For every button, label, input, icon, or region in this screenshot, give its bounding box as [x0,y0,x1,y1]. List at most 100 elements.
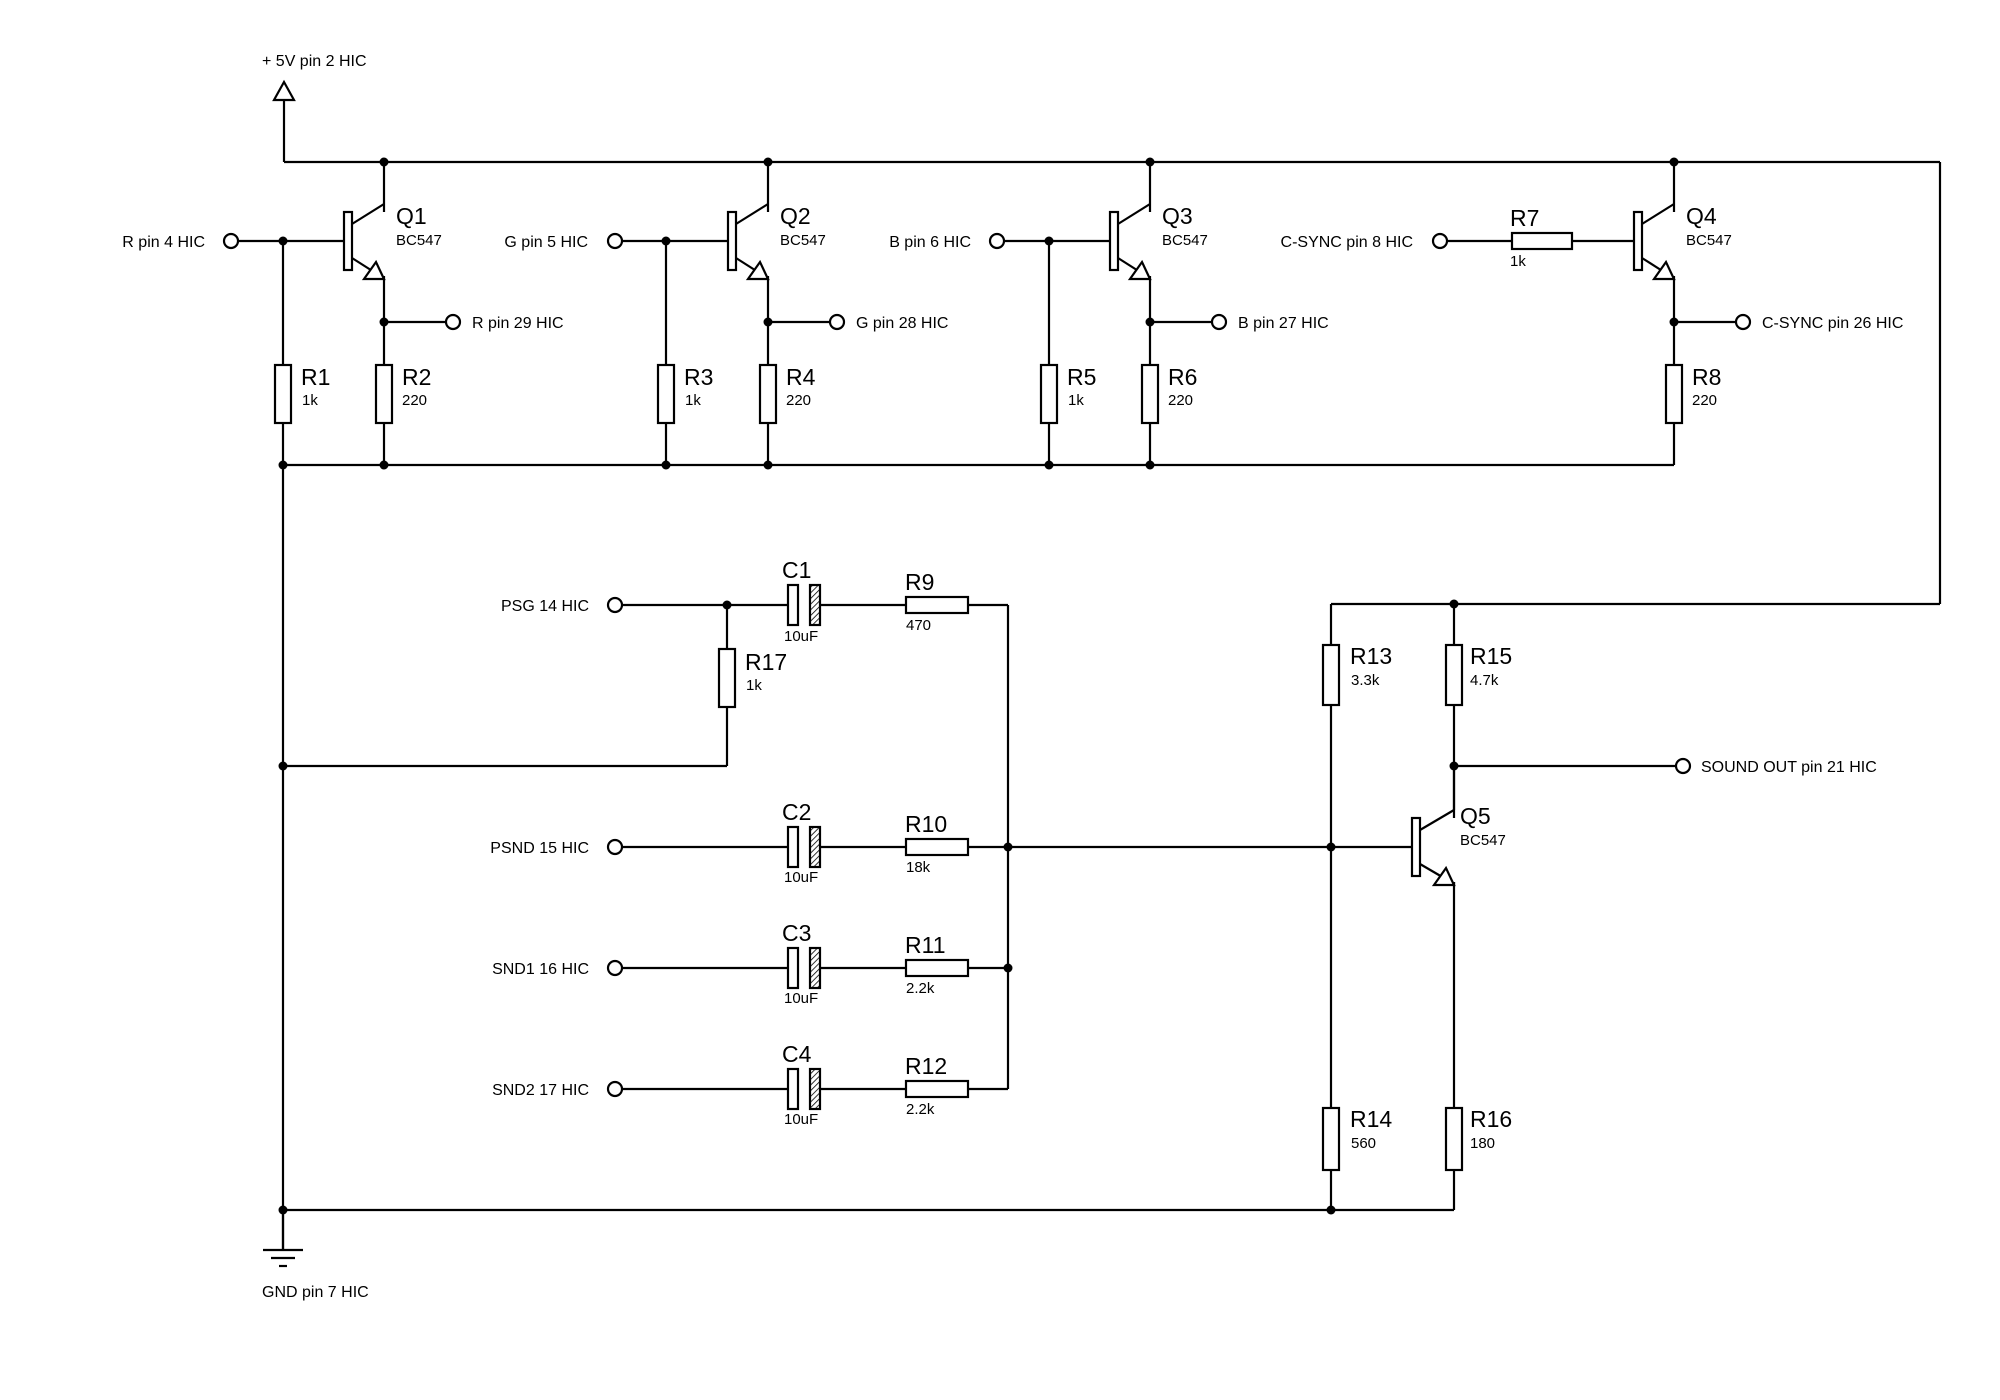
r11-ref: R11 [905,932,946,958]
terminal-psnd: PSND 15 HIC [490,838,624,857]
resistor-r2: R2 220 [374,363,431,425]
r4-value: 220 [786,392,811,409]
q5-ref: Q5 [1460,803,1491,829]
transistor-q5: Q5 BC547 [1410,803,1506,887]
r17-ref: R17 [745,649,787,675]
resistor-r1: R1 1k [273,363,330,425]
csync-input-label: C-SYNC pin 8 HIC [1281,234,1413,251]
r16-value: 180 [1470,1135,1495,1152]
terminal-g-out: G pin 28 HIC [828,313,948,332]
resistor-r4: R4 220 [758,363,816,425]
resistor-r14: R14 560 [1321,1106,1392,1172]
g-output-label: G pin 28 HIC [856,315,948,332]
r15-ref: R15 [1470,643,1512,669]
vcc-symbol: + 5V pin 2 HIC [262,53,367,102]
b-input-label: B pin 6 HIC [889,234,971,251]
r12-value: 2.2k [906,1101,935,1118]
c4-value: 10uF [784,1111,818,1128]
q1-ref: Q1 [396,203,427,229]
psg-label: PSG 14 HIC [501,598,589,615]
c1-value: 10uF [784,628,818,645]
wires [238,100,1942,1250]
resistor-r17: R17 1k [717,647,787,709]
c1-ref: C1 [782,557,811,583]
r-input-label: R pin 4 HIC [122,234,205,251]
resistor-r10: R10 18k [904,811,970,876]
r15-value: 4.7k [1470,672,1499,689]
resistor-r12: R12 2.2k [904,1053,970,1118]
c4-ref: C4 [782,1041,812,1067]
terminal-csync-in: C-SYNC pin 8 HIC [1281,232,1449,251]
q4-ref: Q4 [1686,203,1717,229]
resistor-r15: R15 4.7k [1444,643,1512,707]
r9-value: 470 [906,617,931,634]
c2-ref: C2 [782,799,811,825]
resistor-r5: R5 1k [1039,363,1096,425]
terminal-snd2: SND2 17 HIC [492,1080,624,1099]
r10-value: 18k [906,859,931,876]
junction-dots [278,157,1679,1215]
transistor-q2: Q2 BC547 [726,203,826,281]
resistor-r16: R16 180 [1444,1106,1512,1172]
q2-value: BC547 [780,232,826,249]
c3-ref: C3 [782,920,811,946]
terminal-csync-out: C-SYNC pin 26 HIC [1734,313,1903,332]
q5-value: BC547 [1460,832,1506,849]
sound-out-label: SOUND OUT pin 21 HIC [1701,759,1877,776]
r14-ref: R14 [1350,1106,1392,1132]
ground-symbol: GND pin 7 HIC [262,1248,369,1301]
r6-value: 220 [1168,392,1193,409]
r3-ref: R3 [684,364,713,390]
terminal-b-in: B pin 6 HIC [889,232,1006,251]
transistor-q4: Q4 BC547 [1632,203,1732,281]
vcc-label: + 5V pin 2 HIC [262,53,367,70]
resistor-r8: R8 220 [1664,363,1721,425]
resistor-r6: R6 220 [1140,363,1197,425]
r8-value: 220 [1692,392,1717,409]
terminal-r-in: R pin 4 HIC [122,232,240,251]
q4-value: BC547 [1686,232,1732,249]
csync-output-label: C-SYNC pin 26 HIC [1762,315,1903,332]
r14-value: 560 [1351,1135,1376,1152]
capacitor-c4: C4 10uF [782,1041,822,1128]
q3-ref: Q3 [1162,203,1193,229]
r11-value: 2.2k [906,980,935,997]
gnd-label: GND pin 7 HIC [262,1284,369,1301]
r2-ref: R2 [402,364,431,390]
terminal-g-in: G pin 5 HIC [504,232,624,251]
r5-value: 1k [1068,392,1084,409]
b-output-label: B pin 27 HIC [1238,315,1329,332]
r4-ref: R4 [786,364,816,390]
resistor-r13: R13 3.3k [1321,643,1392,707]
q1-value: BC547 [396,232,442,249]
snd1-label: SND1 16 HIC [492,961,589,978]
r1-value: 1k [302,392,318,409]
capacitor-c3: C3 10uF [782,920,822,1007]
terminal-psg: PSG 14 HIC [501,596,624,615]
r16-ref: R16 [1470,1106,1512,1132]
r10-ref: R10 [905,811,947,837]
capacitor-c2: C2 10uF [782,799,822,886]
c3-value: 10uF [784,990,818,1007]
r13-ref: R13 [1350,643,1392,669]
transistor-q3: Q3 BC547 [1108,203,1208,281]
r8-ref: R8 [1692,364,1721,390]
capacitor-c1: C1 10uF [782,557,822,645]
r2-value: 220 [402,392,427,409]
terminal-b-out: B pin 27 HIC [1210,313,1329,332]
q2-ref: Q2 [780,203,811,229]
resistor-r11: R11 2.2k [904,932,970,997]
terminal-snd1: SND1 16 HIC [492,959,624,978]
r9-ref: R9 [905,569,934,595]
r1-ref: R1 [301,364,330,390]
r7-ref: R7 [1510,205,1539,231]
r17-value: 1k [746,677,762,694]
r12-ref: R12 [905,1053,947,1079]
resistor-r3: R3 1k [656,363,713,425]
resistor-r9: R9 470 [904,569,970,634]
r5-ref: R5 [1067,364,1096,390]
r-output-label: R pin 29 HIC [472,315,564,332]
r7-value: 1k [1510,253,1526,270]
terminal-sound-out: SOUND OUT pin 21 HIC [1674,757,1877,776]
